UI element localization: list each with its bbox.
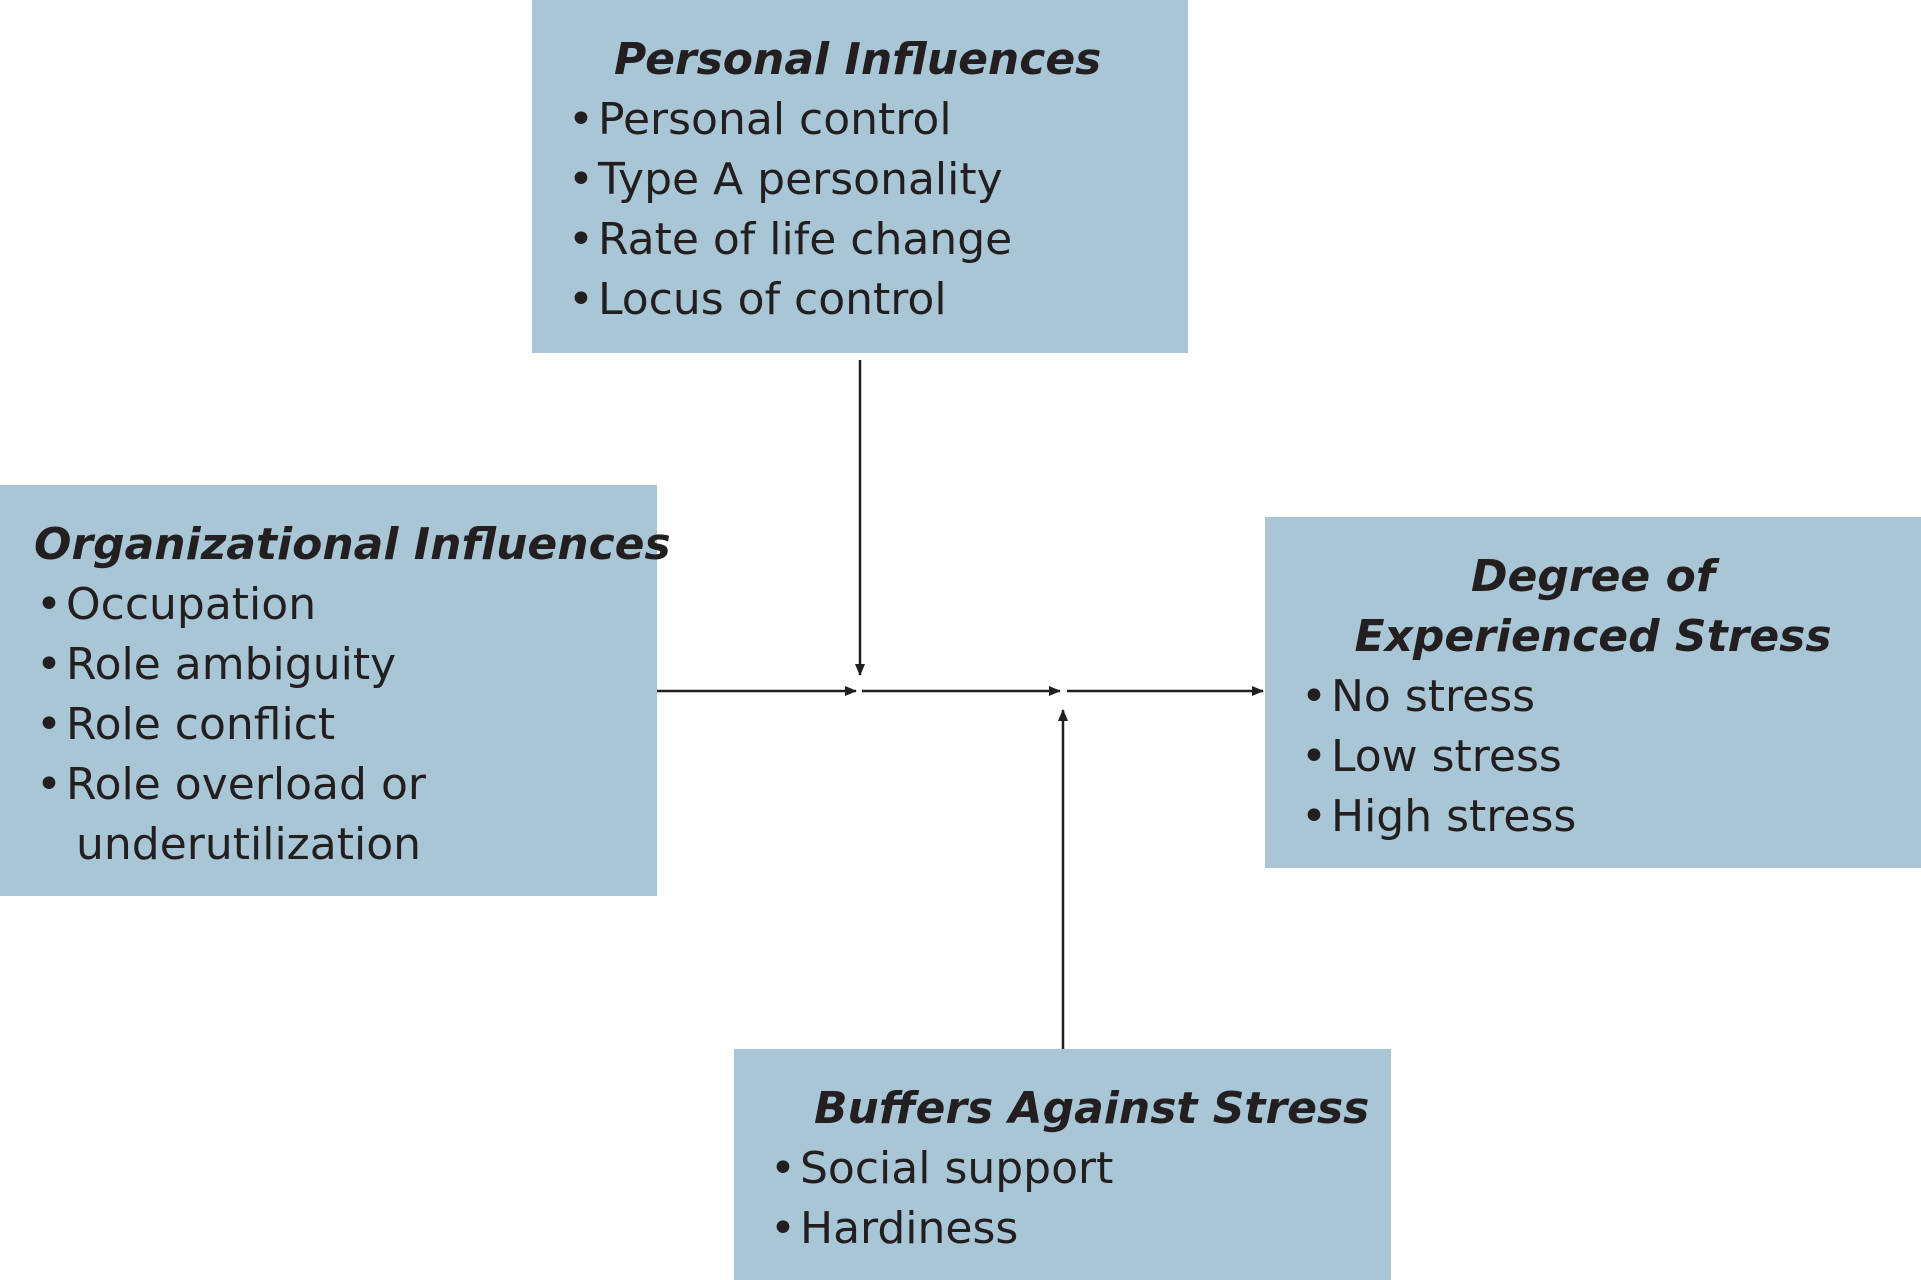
list-item: • Role overload or underutilization: [34, 755, 657, 875]
list-item: •Locus of control: [566, 270, 1188, 330]
bullet-icon: •: [1301, 731, 1327, 782]
list-item: •Social support: [768, 1139, 1391, 1199]
buffers-against-stress-box: Buffers Against Stress •Social support •…: [734, 1049, 1391, 1280]
organizational-influences-box: Organizational Influences •Occupation •R…: [0, 485, 671, 896]
list-item: •Type A personality: [566, 150, 1188, 210]
list-item: •High stress: [1299, 787, 1921, 847]
bullet-icon: •: [568, 154, 594, 205]
organizational-influences-title: Organizational Influences: [34, 519, 671, 570]
bullet-icon: •: [36, 579, 62, 630]
list-item: •Occupation: [34, 575, 657, 635]
bullet-icon: •: [770, 1203, 796, 1254]
bullet-icon: •: [568, 214, 594, 265]
personal-influences-list: •Personal control •Type A personality •R…: [566, 90, 1188, 330]
buffers-against-stress-list: •Social support •Hardiness: [768, 1139, 1391, 1259]
bullet-icon: •: [36, 639, 62, 690]
organizational-influences-list: •Occupation •Role ambiguity •Role confli…: [34, 575, 657, 875]
list-item: •Role ambiguity: [34, 635, 657, 695]
list-item: •Rate of life change: [566, 210, 1188, 270]
degree-of-experienced-stress-title: Degree of Experienced Stress: [1354, 551, 1832, 662]
list-item: •Personal control: [566, 90, 1188, 150]
list-item: •No stress: [1299, 667, 1921, 727]
bullet-icon: •: [770, 1143, 796, 1194]
list-item: •Role conflict: [34, 695, 657, 755]
degree-of-experienced-stress-box: Degree of Experienced Stress •No stress …: [1265, 517, 1921, 868]
bullet-icon: •: [36, 699, 62, 750]
list-item: •Hardiness: [768, 1199, 1391, 1259]
personal-influences-box: Personal Influences •Personal control •T…: [532, 0, 1188, 353]
list-item: •Low stress: [1299, 727, 1921, 787]
bullet-icon: •: [1301, 791, 1327, 842]
degree-of-experienced-stress-list: •No stress •Low stress •High stress: [1299, 667, 1921, 847]
bullet-icon: •: [568, 94, 594, 145]
buffers-against-stress-title: Buffers Against Stress: [814, 1083, 1370, 1134]
bullet-icon: •: [1301, 671, 1327, 722]
personal-influences-title: Personal Influences: [614, 34, 1102, 85]
bullet-icon: •: [568, 274, 594, 325]
bullet-icon: •: [36, 759, 62, 810]
